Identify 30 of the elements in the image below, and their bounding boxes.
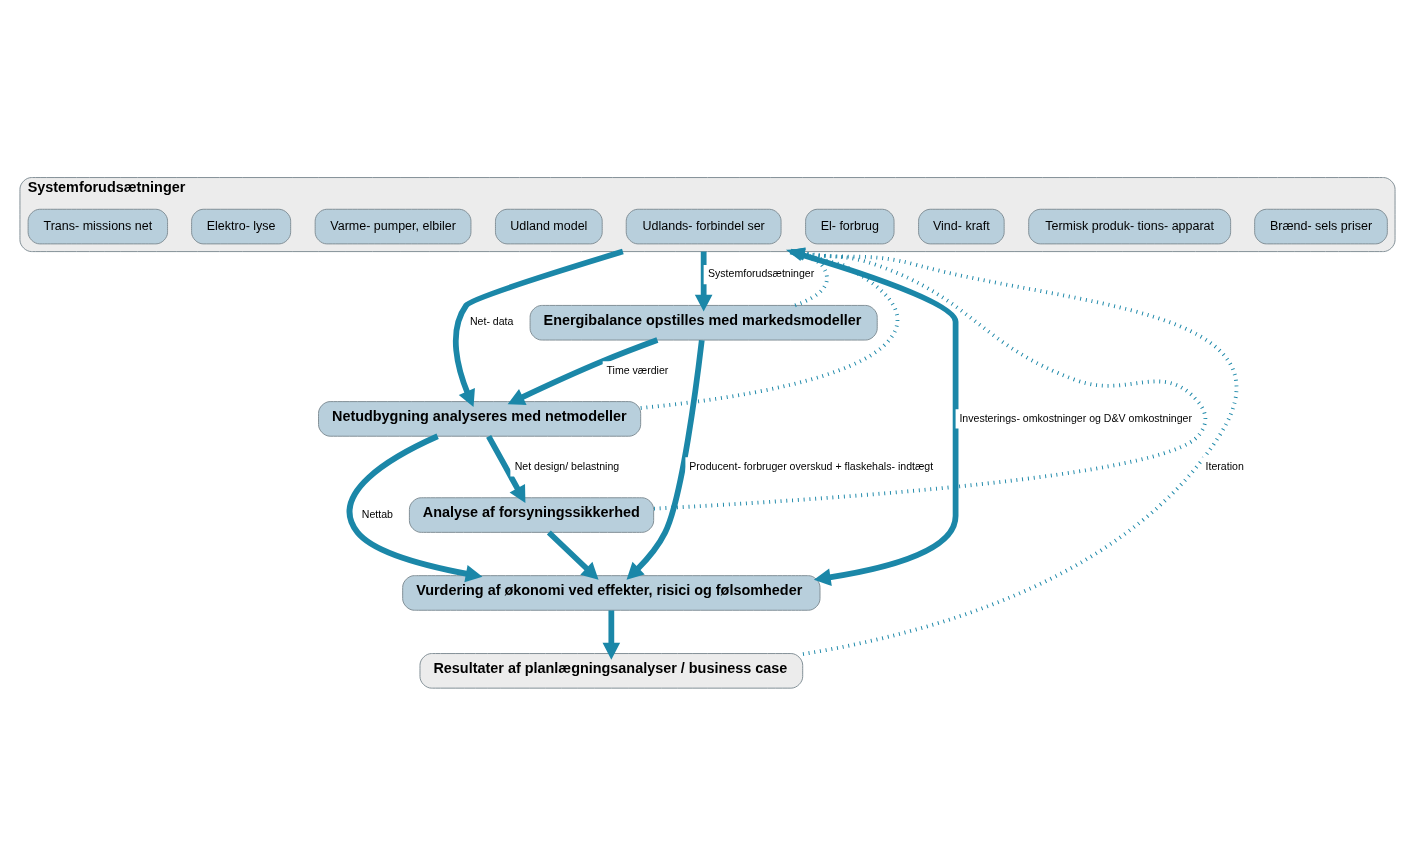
edge-label: Time værdier: [606, 363, 669, 376]
edge-label: Net design/ belastning: [514, 459, 620, 472]
arrow: [507, 337, 659, 405]
edge-label: Iteration: [1205, 459, 1244, 472]
arrow: [694, 251, 713, 312]
node-box: Varme- pumper, elbiler: [314, 208, 472, 245]
arrow: [486, 434, 526, 503]
edge-label: Nettab: [361, 507, 393, 520]
edge-label: Investerings- omkostninger og D&V omkostninger: [959, 411, 1192, 424]
edge-label: Systemforudsætninger: [707, 267, 815, 280]
node-box: Vind- kraft: [918, 208, 1005, 245]
node-box: Brænd- sels priser: [1254, 208, 1388, 245]
node-box: Udlands- forbindel ser: [625, 208, 782, 245]
node-box: Udland model: [495, 208, 603, 245]
node-box: Vurdering af økonomi ved effekter, risici og følsomheder: [402, 575, 821, 611]
arrow: [346, 433, 483, 583]
node-box: Netudbygning analyseres med netmodeller: [318, 401, 642, 437]
node-box: Energibalance opstilles med markedsmodeller: [529, 304, 878, 341]
arrow: [546, 530, 599, 580]
node-box: Trans- missions net: [27, 208, 169, 245]
node-box: Resultater af planlægningsanalyser / business case: [419, 653, 804, 689]
node-box: Termisk produk- tions- apparat: [1028, 208, 1232, 245]
arrow: [452, 248, 624, 407]
arrow: [626, 339, 705, 580]
node-box: El- forbrug: [805, 208, 895, 245]
arrow: [602, 610, 621, 660]
node-box: Elektro- lyse: [191, 208, 292, 245]
edge-label: Net- data: [469, 315, 514, 328]
edge-label: Producent- forbruger overskud + flaskehals- indtægt: [689, 459, 934, 472]
node-box: Analyse af forsyningssikkerhed: [408, 497, 655, 533]
